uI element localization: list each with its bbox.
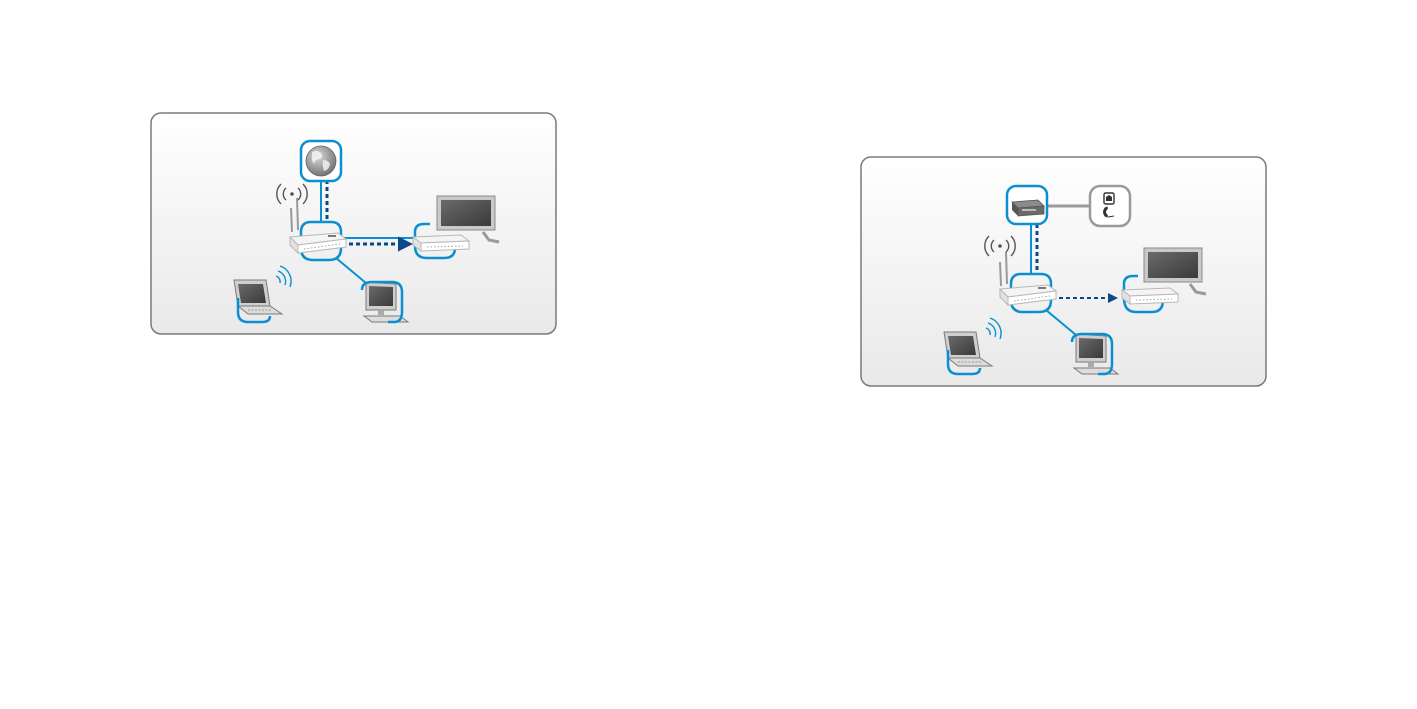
diagram-dsl-setup [861, 157, 1266, 386]
modem-node [1007, 186, 1047, 224]
desktop-node [1072, 334, 1118, 374]
phone-socket-node [1090, 186, 1130, 226]
media-bridge-icon [1122, 288, 1178, 304]
globe-icon [306, 146, 336, 176]
desktop-node [362, 282, 408, 322]
modem-icon [1012, 200, 1044, 216]
diagram-panel [861, 157, 1266, 386]
diagram-internet-setup [151, 113, 556, 334]
media-bridge-icon [413, 235, 469, 251]
globe-node [301, 141, 341, 181]
